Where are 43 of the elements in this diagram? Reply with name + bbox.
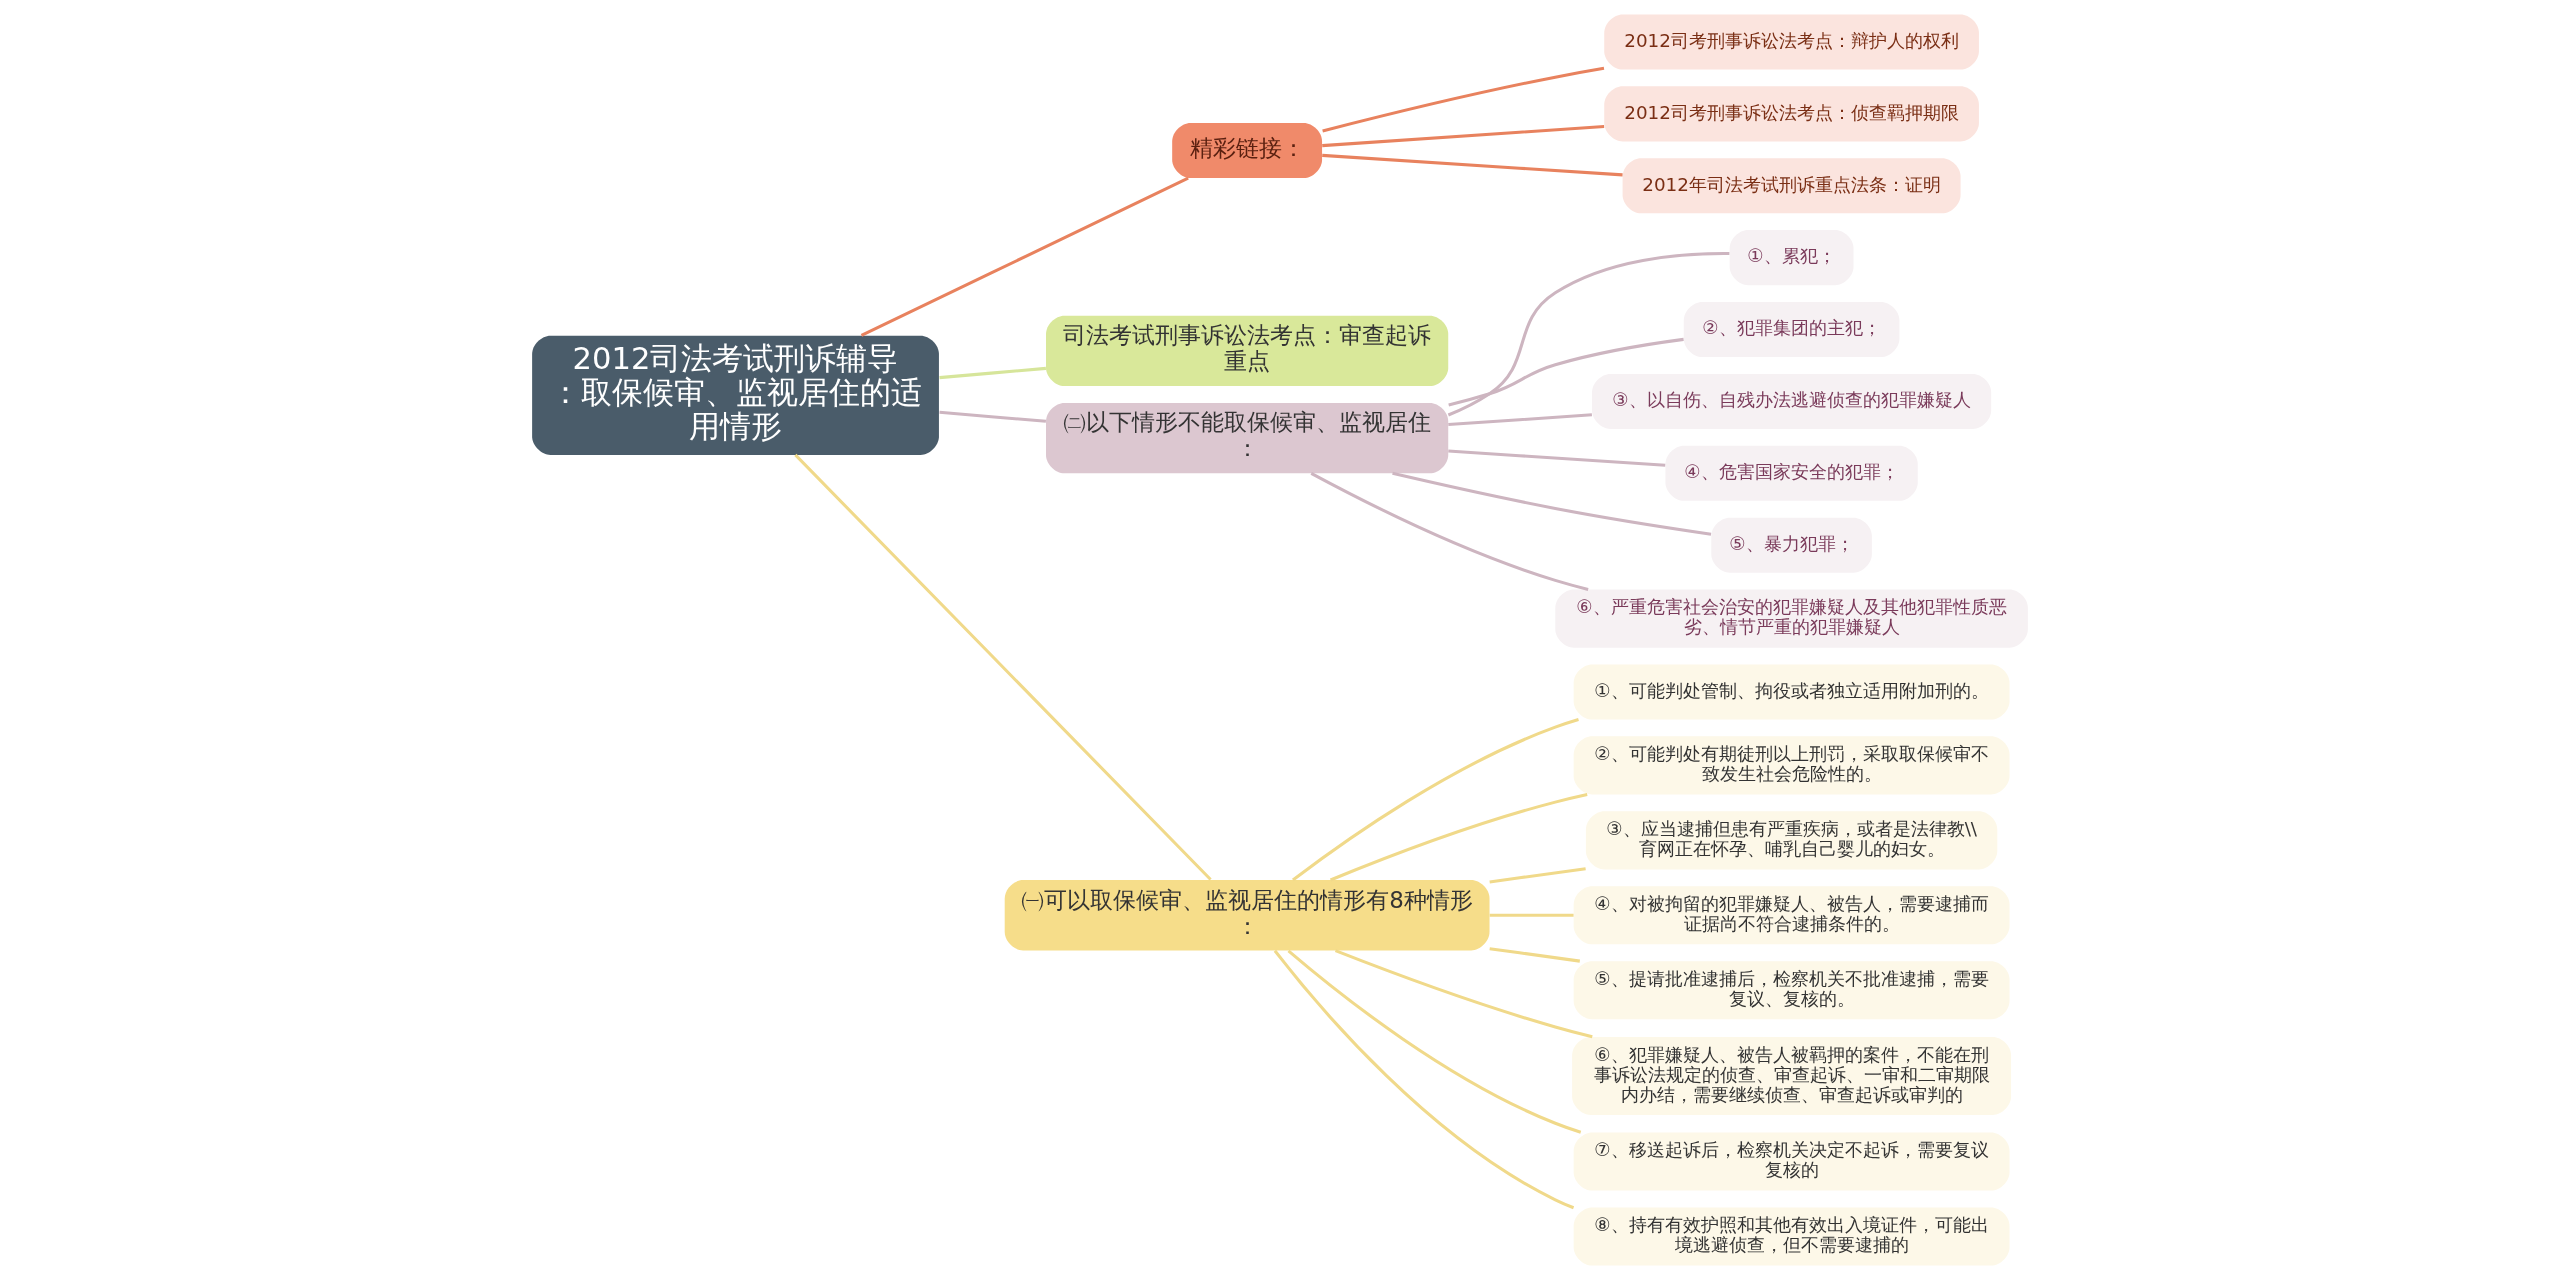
connector [1334, 949, 1593, 1039]
connector [1322, 153, 1623, 177]
connector [794, 453, 1212, 881]
node-box: 2012司法考试刑诉辅导：取保候审、监视居住的适用情形 [532, 335, 939, 455]
node-box: 2012司考刑事诉讼法考点：侦查羁押期限 [1604, 86, 1979, 142]
node-box: ④、对被拘留的犯罪嫌疑人、被告人，需要逮捕而证据尚不符合逮捕条件的。 [1573, 886, 2010, 945]
connector [1287, 949, 1582, 1134]
connector [1292, 718, 1579, 882]
node-box: 2012司考刑事诉讼法考点：辩护人的权利 [1604, 14, 1979, 70]
node-box: ①、可能判处管制、拘役或者独立适用附加刑的。 [1573, 664, 2010, 720]
node-box: ⑥、严重危害社会治安的犯罪嫌疑人及其他犯罪性质恶劣、情节严重的犯罪嫌疑人 [1555, 589, 2028, 648]
node-box: 精彩链接： [1172, 123, 1323, 179]
connector [939, 410, 1047, 423]
connector [1448, 449, 1666, 467]
node-box: ⑧、持有有效护照和其他有效出入境证件，可能出境逃避侦查，但不需要逮捕的 [1573, 1207, 2010, 1266]
connector [1322, 66, 1605, 133]
node-box: ⑤、提请批准逮捕后，检察机关不批准逮捕，需要复议、复核的。 [1573, 961, 2010, 1020]
node-box: ㈡以下情形不能取保候审、监视居住： [1046, 402, 1449, 474]
node-box: ④、危害国家安全的犯罪； [1665, 445, 1918, 501]
node-box: ㈠可以取保候审、监视居住的情形有8种情形： [1004, 880, 1490, 951]
node-box: ①、累犯； [1729, 230, 1854, 286]
connector [1448, 413, 1592, 427]
node-box: ⑦、移送起诉后，检察机关决定不起诉，需要复议复核的 [1573, 1132, 2010, 1191]
node-box: ③、以自伤、自残办法逃避侦查的犯罪嫌疑人 [1592, 373, 1992, 429]
node-box: ③、应当逮捕但患有严重疾病，或者是法律教\\育网正在怀孕、哺乳自己婴儿的妇女。 [1585, 811, 1998, 870]
connector [1392, 471, 1712, 536]
connector [1310, 472, 1589, 591]
node-box: ②、犯罪集团的主犯； [1683, 302, 1900, 358]
connector [860, 176, 1189, 337]
connector [1329, 793, 1588, 882]
connector [1322, 124, 1605, 148]
connector [1273, 949, 1575, 1210]
connector [1489, 947, 1580, 963]
node-box: ②、可能判处有期徒刑以上刑罚，采取取保候审不致发生社会危险性的。 [1573, 736, 2010, 795]
connector [1489, 867, 1586, 884]
node-box: 司法考试刑事诉讼法考点：审查起诉重点 [1046, 315, 1449, 387]
connector [1448, 337, 1684, 407]
connector [939, 366, 1047, 380]
connector [1447, 252, 1730, 417]
node-box: ⑤、暴力犯罪； [1711, 517, 1872, 573]
connector [1489, 913, 1574, 917]
node-box: 2012年司法考试刑诉重点法条：证明 [1622, 158, 1961, 214]
node-box: ⑥、犯罪嫌疑人、被告人被羁押的案件，不能在刑事诉讼法规定的侦查、审查起诉、一审和二审期限内办结，需要继续侦查、审查起诉或审判的 [1572, 1036, 2012, 1115]
